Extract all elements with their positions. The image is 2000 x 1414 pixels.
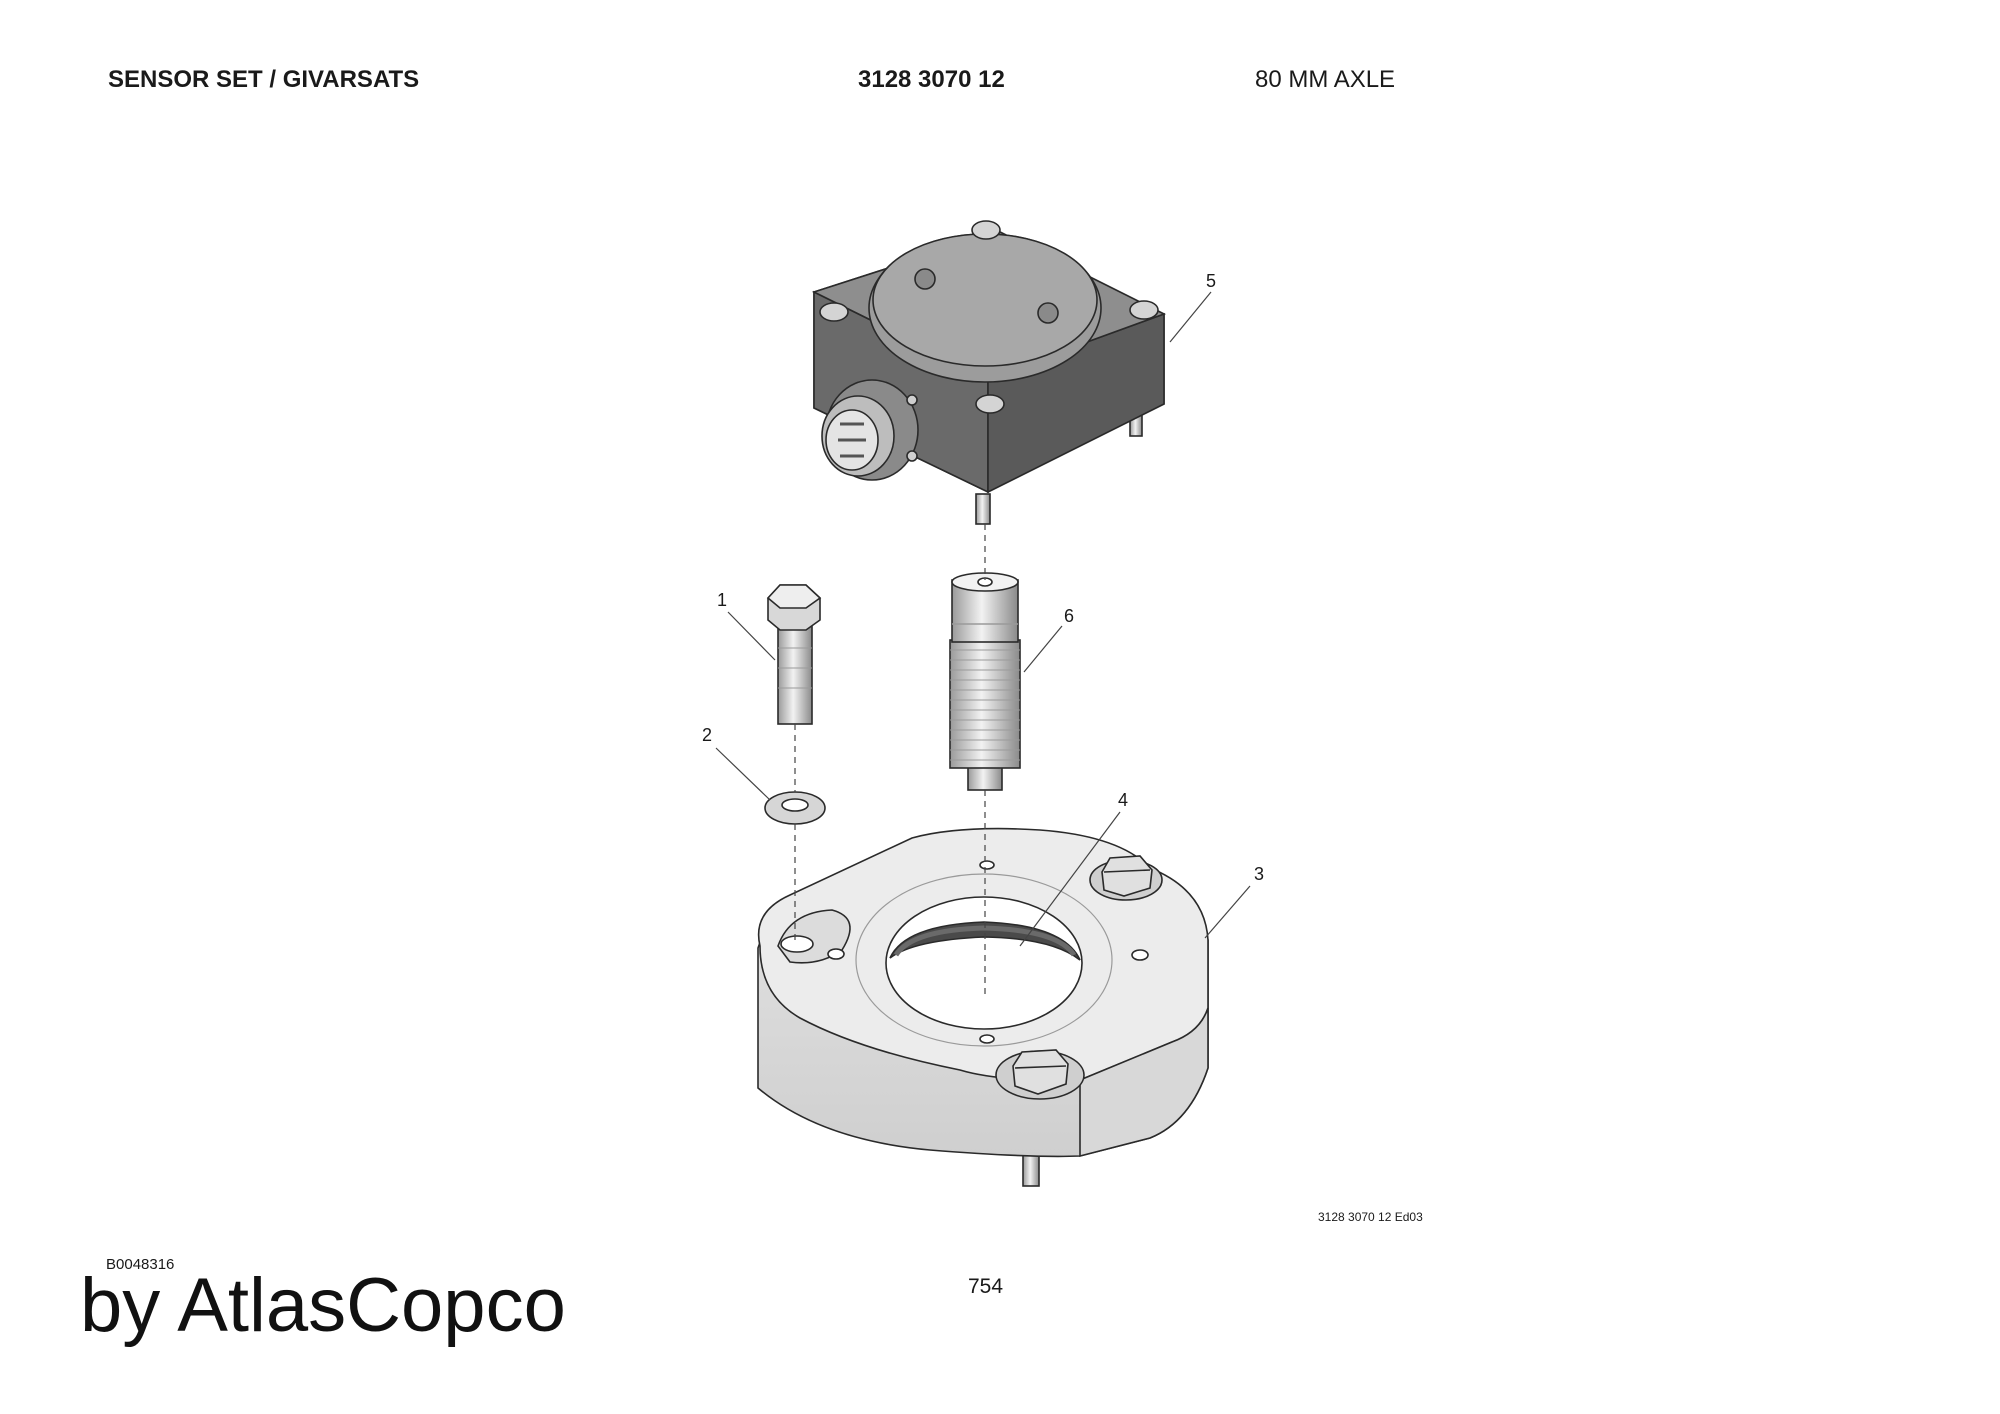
- threaded-sensor: [949, 572, 1021, 791]
- mounting-plate: [757, 827, 1209, 1187]
- callout-1: 1: [717, 590, 727, 610]
- part-number: 3128 3070 12: [858, 66, 1005, 93]
- callout-4: 4: [1118, 790, 1128, 810]
- callout-6: 6: [1064, 606, 1074, 626]
- axle-note: 80 MM AXLE: [1255, 66, 1396, 93]
- washer: [764, 791, 826, 825]
- page-title: SENSOR SET / GIVARSATS: [108, 66, 420, 93]
- assembly-lines: [794, 524, 986, 995]
- seal-ring: [893, 925, 1077, 957]
- sensor-housing: [811, 220, 1167, 525]
- brand-logo-text: by AtlasCopco: [80, 1263, 566, 1348]
- page-number: 754: [968, 1275, 1004, 1298]
- callout-3: 3: [1254, 864, 1264, 884]
- drawing-id: B0048316: [106, 1256, 175, 1273]
- hex-bolt: [766, 584, 822, 725]
- edition-label: 3128 3070 12 Ed03: [1318, 1210, 1423, 1224]
- callout-2: 2: [702, 725, 712, 745]
- leader-lines: [715, 291, 1251, 947]
- callout-5: 5: [1206, 271, 1216, 291]
